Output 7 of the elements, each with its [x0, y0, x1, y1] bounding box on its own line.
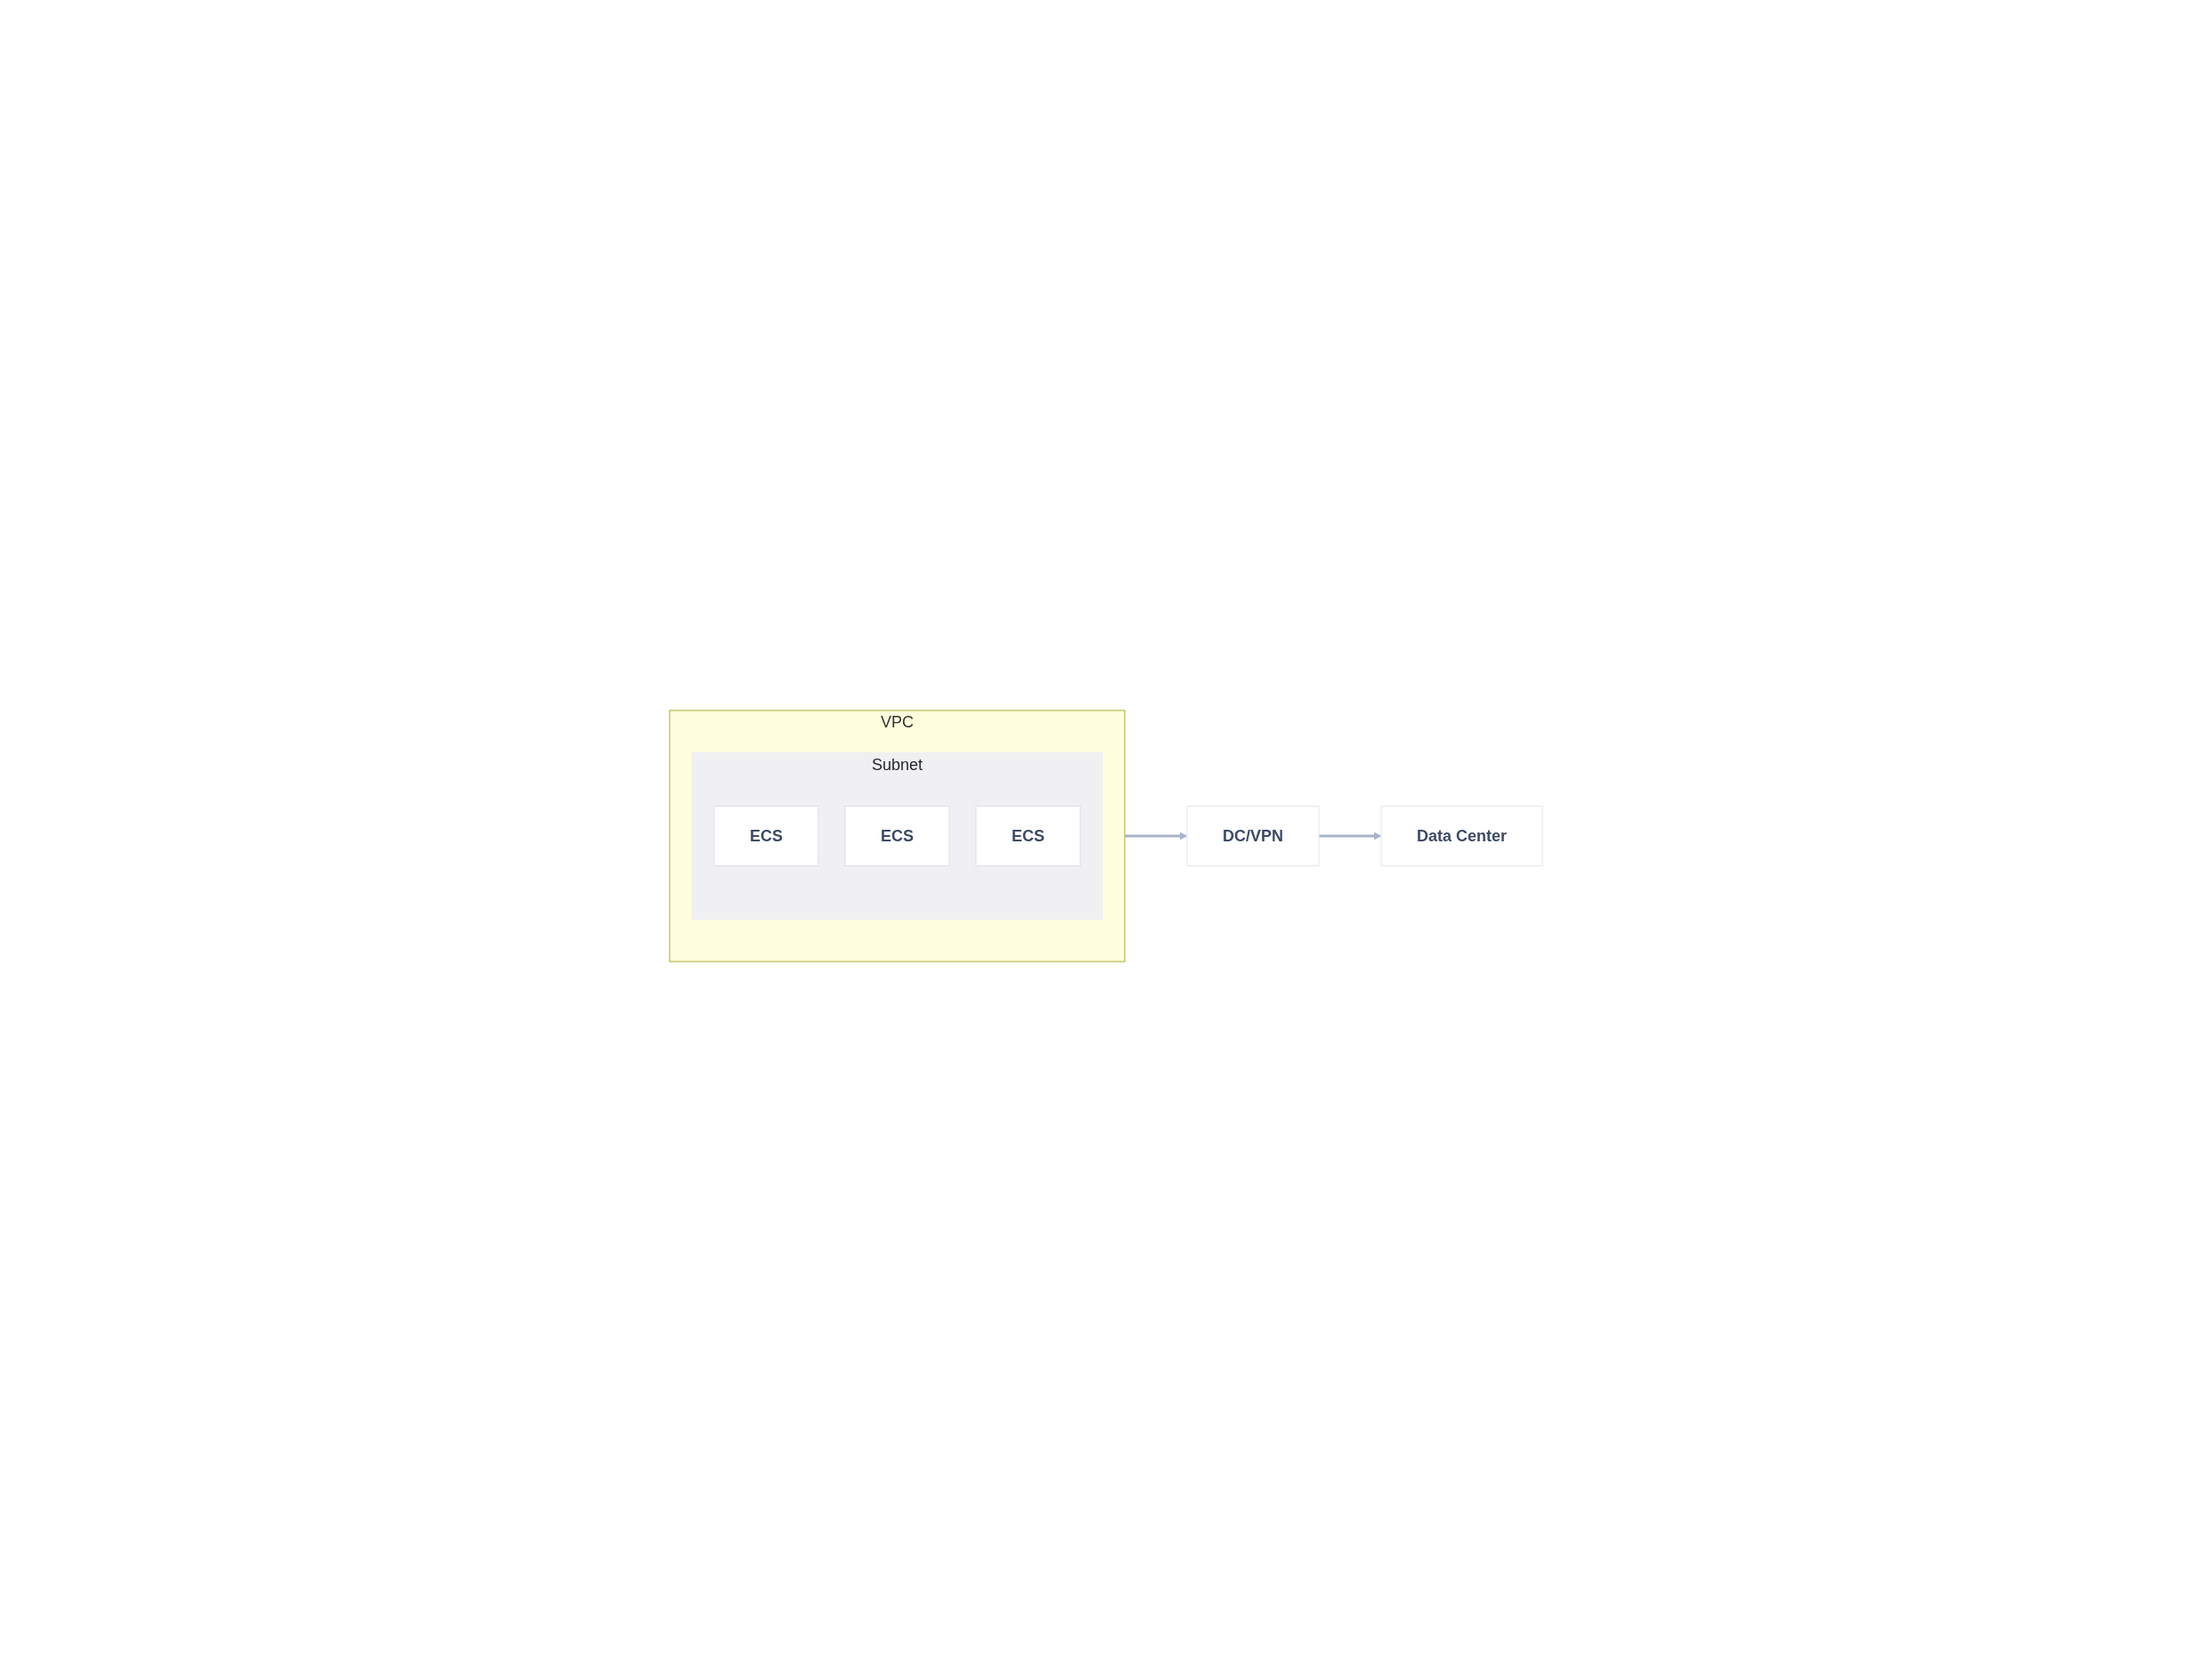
arrow — [1125, 832, 1188, 840]
node-box: DC/VPN — [1186, 806, 1320, 866]
node-box: Data Center — [1380, 806, 1543, 866]
node-box: ECS — [844, 806, 950, 866]
arrow — [1319, 832, 1382, 840]
node-box: ECS — [975, 806, 1081, 866]
node-box: ECS — [713, 806, 819, 866]
